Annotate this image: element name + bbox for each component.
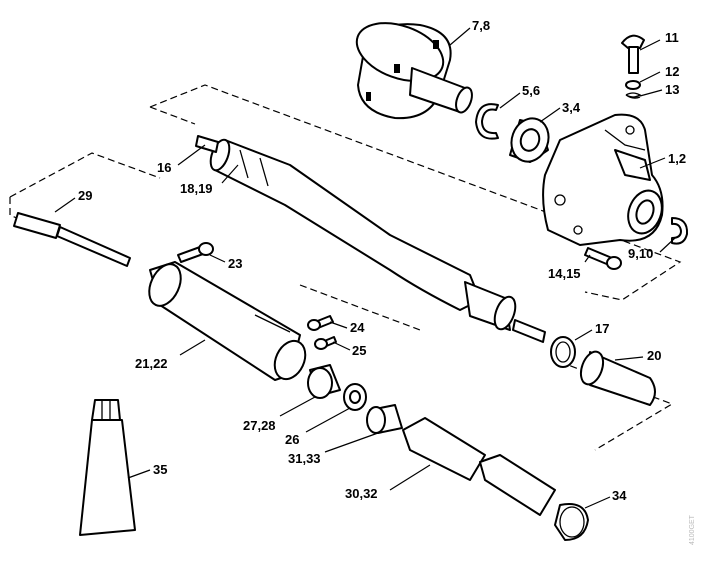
drive-tube-18-19 — [209, 138, 517, 331]
bushing-31-33 — [366, 404, 403, 434]
label-35: 35 — [153, 462, 167, 477]
screw-24 — [307, 315, 334, 331]
label-21-22: 21,22 — [135, 356, 168, 371]
spring-13 — [625, 92, 642, 99]
circlip-9-10 — [671, 217, 689, 245]
label-23: 23 — [228, 256, 242, 271]
washer-12 — [625, 80, 641, 90]
label-34: 34 — [612, 488, 627, 503]
label-20: 20 — [647, 348, 661, 363]
shaft-end-16 — [195, 135, 219, 153]
label-25: 25 — [352, 343, 366, 358]
callout-labels: 7,8 11 12 13 5,6 3,4 1,2 16 18,19 29 23 … — [78, 18, 686, 503]
watermark: 4100GET — [689, 514, 696, 545]
label-13: 13 — [665, 82, 679, 97]
label-16: 16 — [157, 160, 171, 175]
label-31-33: 31,33 — [288, 451, 321, 466]
label-7-8: 7,8 — [472, 18, 490, 33]
label-5-6: 5,6 — [522, 83, 540, 98]
label-30-32: 30,32 — [345, 486, 378, 501]
grease-tube-35 — [79, 399, 136, 536]
protective-tube-30-32 — [402, 417, 556, 516]
ball-bearing-3-4 — [509, 117, 550, 163]
o-ring-17 — [550, 336, 576, 368]
label-26: 26 — [285, 432, 299, 447]
screw-23 — [177, 242, 214, 263]
label-18-19: 18,19 — [180, 181, 213, 196]
label-11: 11 — [665, 30, 679, 45]
bushing-27-28 — [307, 364, 341, 399]
upper-assembly-dashed-outline-left — [149, 106, 196, 125]
label-24: 24 — [350, 320, 365, 335]
rod-29 — [13, 212, 131, 267]
lower-assembly-dashed-outline — [9, 152, 161, 198]
circlip-5-6 — [475, 103, 499, 140]
label-14-15: 14,15 — [548, 266, 581, 281]
gear-housing-1-2 — [542, 113, 664, 246]
label-1-2: 1,2 — [668, 151, 686, 166]
screw-14-15 — [584, 247, 622, 270]
label-3-4: 3,4 — [562, 100, 581, 115]
screw-25 — [314, 336, 337, 350]
upper-assembly-dashed-outline — [149, 84, 682, 301]
leader-lines — [54, 27, 676, 509]
bearing-26 — [343, 383, 367, 411]
clutch-drum — [355, 22, 473, 120]
shaft-end-right — [512, 319, 546, 343]
label-17: 17 — [595, 321, 609, 336]
lower-assembly-dashed-outline-left — [9, 197, 31, 225]
label-29: 29 — [78, 188, 92, 203]
label-27-28: 27,28 — [243, 418, 276, 433]
lower-tube-21-22 — [148, 261, 307, 381]
bolt-11 — [621, 34, 645, 74]
clamp-34 — [554, 503, 589, 541]
label-9-10: 9,10 — [628, 246, 653, 261]
sleeve-20 — [579, 350, 656, 406]
label-12: 12 — [665, 64, 679, 79]
